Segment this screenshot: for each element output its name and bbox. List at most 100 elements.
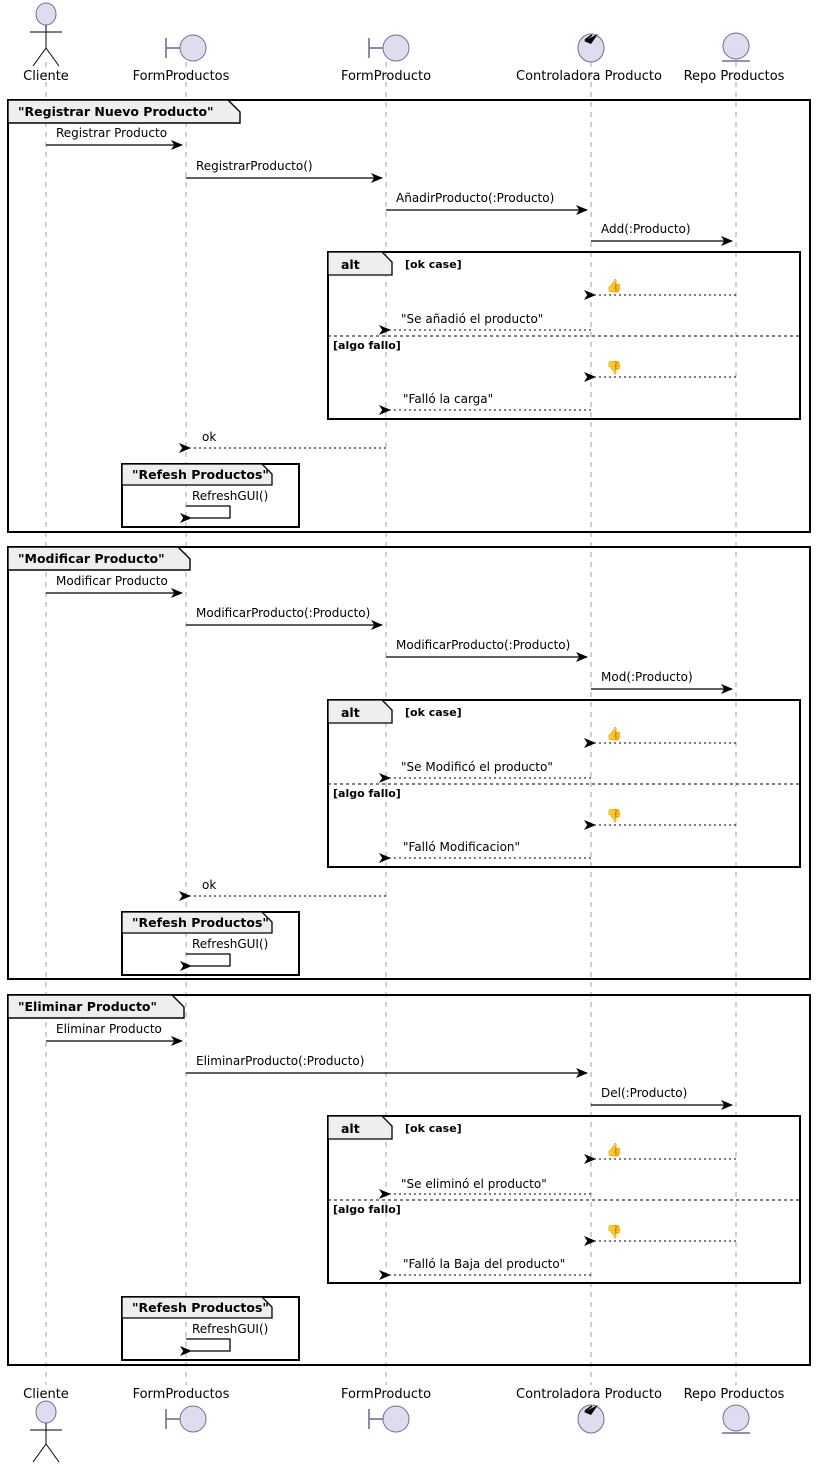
alt-operator-label: alt [341, 257, 360, 272]
alt-guard-fail: [algo fallo] [333, 1203, 401, 1216]
message-label: "Falló Modificacion" [403, 840, 520, 854]
alt-branch-fail: 👎 "Falló la carga" [379, 360, 736, 415]
frame-registrar-nuevo-producto[interactable]: "Registrar Nuevo Producto" Registrar Pro… [7, 99, 811, 533]
message-label: "Falló la Baja del producto" [403, 1257, 565, 1271]
participant-label-controladora: Controladora Producto [516, 1387, 662, 1402]
message-mod-producto: Mod(:Producto) [591, 670, 733, 694]
actor-stick-figure-icon [35, 1400, 57, 1424]
thumbs-up-icon: 👍 [606, 726, 622, 742]
participant-label-controladora: Controladora Producto [516, 69, 662, 84]
message-label: ModificarProducto(:Producto) [396, 638, 570, 652]
frame-label: "Eliminar Producto" [18, 999, 157, 1014]
message-label: Del(:Producto) [601, 1086, 687, 1100]
boundary-icon [165, 1405, 207, 1433]
message-registrar-producto: Registrar Producto [46, 126, 183, 150]
thumbs-down-icon: 👎 [606, 1224, 622, 1240]
frame-label: "Modificar Producto" [18, 551, 165, 566]
actor-stick-figure-icon [35, 2, 57, 26]
control-icon [577, 1404, 605, 1434]
alt-fragment[interactable]: alt [ok case] 👍 "Se añadió el producto" … [327, 251, 801, 420]
participant-label-formproductos: FormProductos [133, 1387, 230, 1402]
alt-branch-fail: 👎 "Falló Modificacion" [379, 808, 736, 863]
participant-head-formproducto[interactable]: FormProducto [341, 34, 431, 84]
alt-guard-ok: [ok case] [405, 1122, 462, 1135]
alt-operator-label: alt [341, 705, 360, 720]
frame-modificar-producto[interactable]: "Modificar Producto" Modificar Producto … [7, 546, 811, 980]
message-ok-return: ok [179, 430, 386, 453]
alt-fragment[interactable]: alt [ok case] 👍 "Se Modificó el producto… [327, 699, 801, 868]
participant-label-cliente: Cliente [23, 69, 69, 84]
frame-label: "Registrar Nuevo Producto" [18, 104, 214, 119]
alt-fragment[interactable]: alt [ok case] 👍 "Se eliminó el producto"… [327, 1115, 801, 1284]
alt-branch-ok: 👍 "Se Modificó el producto" [379, 726, 736, 783]
subframe-label: "Refesh Productos" [132, 915, 269, 930]
alt-guard-ok: [ok case] [405, 258, 462, 271]
message-label: RefreshGUI() [192, 937, 268, 951]
alt-branch-fail: 👎 "Falló la Baja del producto" [379, 1224, 736, 1280]
message-label: Add(:Producto) [601, 222, 691, 236]
message-label: RefreshGUI() [192, 489, 268, 503]
message-label: "Se Modificó el producto" [401, 760, 553, 774]
entity-icon [722, 32, 750, 62]
message-label: Registrar Producto [56, 126, 167, 140]
boundary-icon [165, 34, 207, 62]
participant-label-formproducto: FormProducto [341, 1387, 431, 1402]
boundary-icon [368, 34, 410, 62]
message-eliminar-producto: Eliminar Producto [46, 1022, 183, 1046]
message-modificar-producto: Modificar Producto [46, 574, 183, 598]
subframe-refesh-productos[interactable]: "Refesh Productos" RefreshGUI() [121, 1296, 300, 1361]
participant-label-repo: Repo Productos [684, 1387, 785, 1402]
participant-label-cliente: Cliente [23, 1387, 69, 1402]
message-add-producto: Add(:Producto) [591, 222, 733, 246]
alt-branch-ok: 👍 "Se añadió el producto" [379, 278, 736, 335]
alt-guard-fail: [algo fallo] [333, 339, 401, 352]
thumbs-up-icon: 👍 [606, 278, 622, 294]
message-label: Mod(:Producto) [601, 670, 693, 684]
participant-foot-controladora[interactable]: Controladora Producto [516, 1387, 662, 1434]
message-label: ModificarProducto(:Producto) [196, 606, 370, 620]
thumbs-down-icon: 👎 [606, 808, 622, 824]
subframe-refesh-productos[interactable]: "Refesh Productos" RefreshGUI() [121, 463, 300, 528]
message-eliminarproducto: EliminarProducto(:Producto) [186, 1054, 588, 1078]
message-label: "Se añadió el producto" [401, 312, 543, 326]
participant-foot-repo[interactable]: Repo Productos [684, 1387, 785, 1434]
participant-foot-formproductos[interactable]: FormProductos [133, 1387, 230, 1433]
message-label: "Falló la carga" [403, 392, 493, 406]
message-registrarproducto: RegistrarProducto() [186, 159, 383, 183]
thumbs-up-icon: 👍 [606, 1142, 622, 1158]
alt-branch-ok: 👍 "Se eliminó el producto" [379, 1142, 736, 1199]
participant-foot-cliente[interactable]: Cliente [23, 1387, 69, 1463]
message-label: Eliminar Producto [56, 1022, 162, 1036]
alt-guard-ok: [ok case] [405, 706, 462, 719]
message-label: "Se eliminó el producto" [401, 1177, 547, 1191]
boundary-icon [368, 1405, 410, 1433]
participant-head-repo[interactable]: Repo Productos [684, 32, 785, 84]
message-modificarproducto-1: ModificarProducto(:Producto) [186, 606, 383, 630]
participant-label-formproductos: FormProductos [133, 69, 230, 84]
message-label: RefreshGUI() [192, 1322, 268, 1336]
message-label: ok [202, 878, 216, 892]
control-icon [577, 33, 605, 63]
thumbs-down-icon: 👎 [606, 360, 622, 376]
participant-label-formproducto: FormProducto [341, 69, 431, 84]
alt-operator-label: alt [341, 1121, 360, 1136]
entity-icon [722, 1404, 750, 1434]
subframe-label: "Refesh Productos" [132, 1300, 269, 1315]
participant-foot-formproducto[interactable]: FormProducto [341, 1387, 431, 1433]
message-label: Modificar Producto [56, 574, 168, 588]
message-del-producto: Del(:Producto) [591, 1086, 733, 1110]
alt-guard-fail: [algo fallo] [333, 787, 401, 800]
message-ok-return: ok [179, 878, 386, 901]
message-label: ok [202, 430, 216, 444]
message-anadirproducto: AñadirProducto(:Producto) [386, 191, 588, 215]
message-modificarproducto-2: ModificarProducto(:Producto) [386, 638, 588, 662]
subframe-refesh-productos[interactable]: "Refesh Productos" RefreshGUI() [121, 911, 300, 976]
subframe-label: "Refesh Productos" [132, 467, 269, 482]
message-label: RegistrarProducto() [196, 159, 313, 173]
participant-head-formproductos[interactable]: FormProductos [133, 34, 230, 84]
frame-eliminar-producto[interactable]: "Eliminar Producto" Eliminar Producto El… [7, 994, 811, 1366]
participant-head-cliente[interactable]: Cliente [23, 2, 69, 84]
participant-head-controladora[interactable]: Controladora Producto [516, 33, 662, 84]
